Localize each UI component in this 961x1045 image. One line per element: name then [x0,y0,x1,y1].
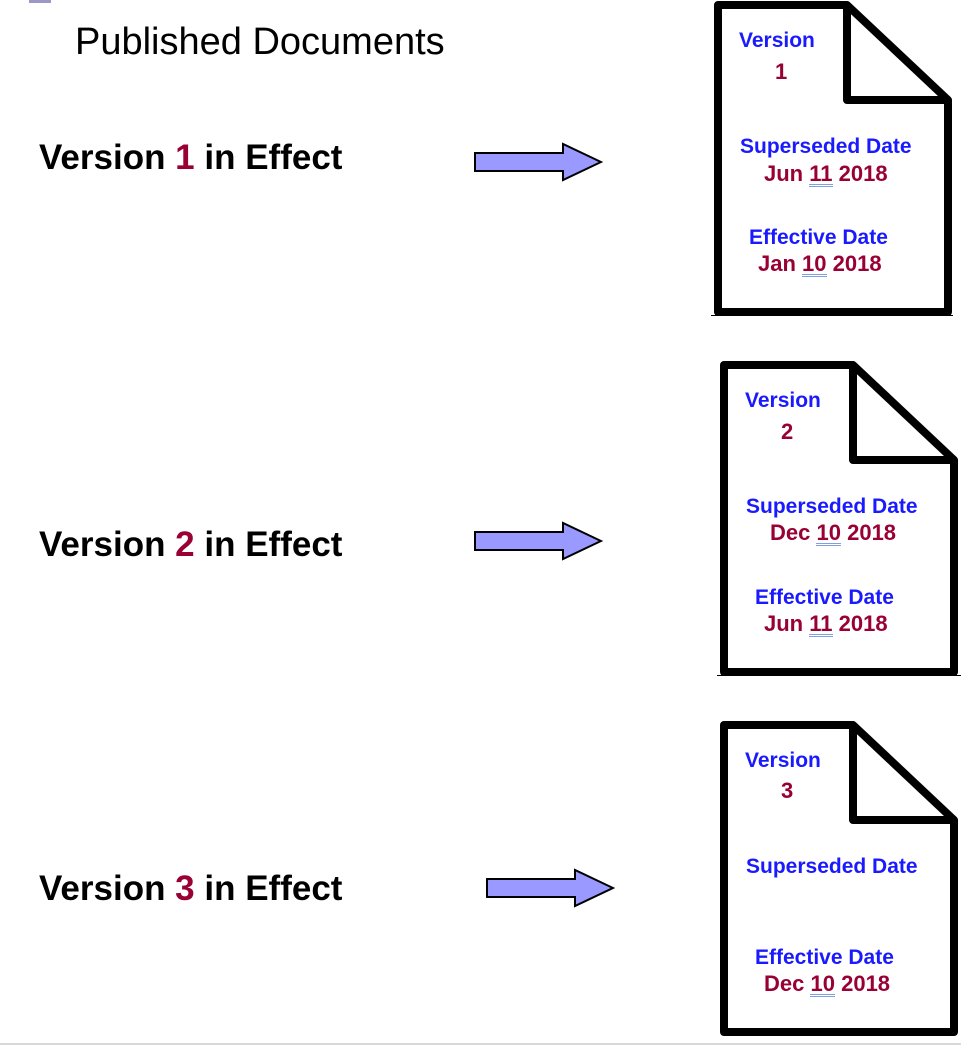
superseded-date-label: Superseded Date [740,135,912,158]
effective-date-value: Dec 10 2018 [764,971,890,997]
row-label-suffix: in Effect [194,525,343,564]
date-year: 2018 [841,971,891,996]
page-bottom-edge [0,1043,961,1045]
document-icon [720,361,958,676]
row-label-suffix: in Effect [194,869,343,908]
date-month: Dec [770,520,811,545]
date-day: 10 [816,520,841,546]
date-year: 2018 [838,161,888,186]
document-version-2: Version 2 Superseded Date Dec 10 2018 Ef… [719,360,959,678]
row-label-version-3: Version 3 in Effect [39,869,342,909]
superseded-date-label: Superseded Date [746,495,918,518]
row-label-version-1: Version 1 in Effect [39,138,342,178]
row-label-prefix: Version [39,138,176,177]
row-version-number: 3 [175,869,195,908]
date-month: Jun [764,611,804,636]
document-icon [720,721,958,1036]
version-label: Version [739,29,815,52]
right-arrow-icon [486,868,615,908]
date-day: 11 [809,611,833,637]
document-baseline [717,675,961,676]
right-arrow-icon [474,521,603,561]
effective-date-label: Effective Date [755,946,894,969]
row-label-suffix: in Effect [194,138,343,177]
date-year: 2018 [832,251,882,276]
superseded-date-value: Jun 11 2018 [764,161,888,187]
date-year: 2018 [838,611,888,636]
effective-date-label: Effective Date [755,586,894,609]
document-baseline [711,315,953,316]
row-label-prefix: Version [39,869,176,908]
effective-date-value: Jun 11 2018 [764,611,888,637]
superseded-date-value: Dec 10 2018 [770,520,896,546]
date-month: Dec [764,971,805,996]
top-marker [29,0,51,3]
version-value: 2 [781,419,794,444]
document-version-3: Version 3 Superseded Date Effective Date… [719,720,959,1038]
page-title: Published Documents [75,21,445,63]
date-month: Jun [764,161,804,186]
date-day: 10 [810,971,835,997]
document-icon [714,1,952,316]
document-version-1: Version 1 Superseded Date Jun 11 2018 Ef… [713,0,953,318]
row-label-prefix: Version [39,525,176,564]
date-day: 10 [802,251,827,277]
effective-date-label: Effective Date [749,226,888,249]
date-month: Jan [758,251,796,276]
effective-date-value: Jan 10 2018 [758,251,882,277]
row-label-version-2: Version 2 in Effect [39,525,342,565]
row-version-number: 1 [175,138,195,177]
version-label: Version [745,749,821,772]
right-arrow-icon [474,142,603,182]
version-value: 3 [781,778,794,803]
superseded-date-label: Superseded Date [746,855,918,878]
version-value: 1 [775,59,788,84]
date-day: 11 [809,161,833,187]
version-label: Version [745,389,821,412]
date-year: 2018 [847,520,897,545]
row-version-number: 2 [175,525,195,564]
